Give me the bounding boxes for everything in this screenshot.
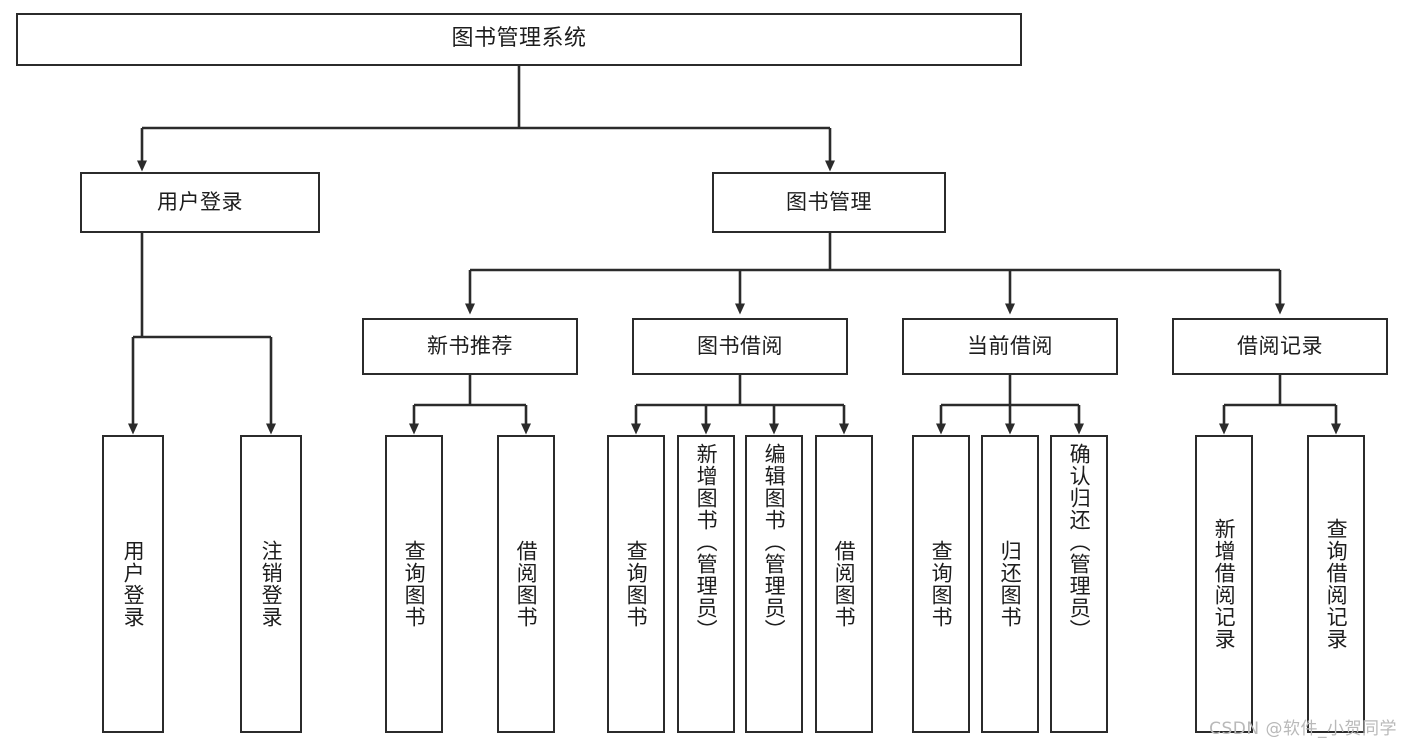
node-label: 当前借阅: [967, 333, 1053, 358]
node-leaf-borrow-book-2[interactable]: 借阅图书: [815, 435, 873, 733]
node-label: 查询借阅记录: [1324, 518, 1349, 650]
node-label: 查询图书: [402, 540, 427, 628]
node-label: 查询图书: [929, 540, 954, 628]
node-leaf-return-book[interactable]: 归还图书: [981, 435, 1039, 733]
node-label: 编辑图书（管理员）: [762, 443, 787, 641]
node-label: 确认归还（管理员）: [1067, 443, 1092, 641]
node-leaf-query-book-3[interactable]: 查询图书: [912, 435, 970, 733]
node-leaf-user-login[interactable]: 用户登录: [102, 435, 164, 733]
node-user-login[interactable]: 用户登录: [80, 172, 320, 233]
node-leaf-confirm-return[interactable]: 确认归还（管理员）: [1050, 435, 1108, 733]
node-leaf-edit-book[interactable]: 编辑图书（管理员）: [745, 435, 803, 733]
node-root-system[interactable]: 图书管理系统: [16, 13, 1022, 66]
node-leaf-query-book-1[interactable]: 查询图书: [385, 435, 443, 733]
node-leaf-add-book[interactable]: 新增图书（管理员）: [677, 435, 735, 733]
node-label: 借阅记录: [1237, 333, 1323, 358]
node-leaf-query-book-2[interactable]: 查询图书: [607, 435, 665, 733]
node-label: 借阅图书: [514, 540, 539, 628]
node-label: 借阅图书: [832, 540, 857, 628]
node-label: 图书管理系统: [451, 26, 587, 52]
node-borrow-record[interactable]: 借阅记录: [1172, 318, 1388, 375]
node-leaf-borrow-book-1[interactable]: 借阅图书: [497, 435, 555, 733]
node-label: 新书推荐: [427, 333, 513, 358]
node-leaf-logout-login[interactable]: 注销登录: [240, 435, 302, 733]
node-book-manage[interactable]: 图书管理: [712, 172, 946, 233]
node-label: 归还图书: [998, 540, 1023, 628]
node-label: 新增借阅记录: [1212, 518, 1237, 650]
node-label: 图书管理: [786, 189, 872, 214]
node-new-book-recommend[interactable]: 新书推荐: [362, 318, 578, 375]
csdn-watermark: CSDN @软件_小贺同学: [1209, 719, 1397, 739]
node-label: 查询图书: [624, 540, 649, 628]
node-label: 图书借阅: [697, 333, 783, 358]
node-book-borrow[interactable]: 图书借阅: [632, 318, 848, 375]
node-leaf-query-record[interactable]: 查询借阅记录: [1307, 435, 1365, 733]
node-label: 新增图书（管理员）: [694, 443, 719, 641]
node-label: 注销登录: [259, 540, 284, 628]
node-label: 用户登录: [121, 540, 146, 628]
node-label: 用户登录: [157, 189, 243, 214]
node-leaf-add-record[interactable]: 新增借阅记录: [1195, 435, 1253, 733]
node-current-borrow[interactable]: 当前借阅: [902, 318, 1118, 375]
